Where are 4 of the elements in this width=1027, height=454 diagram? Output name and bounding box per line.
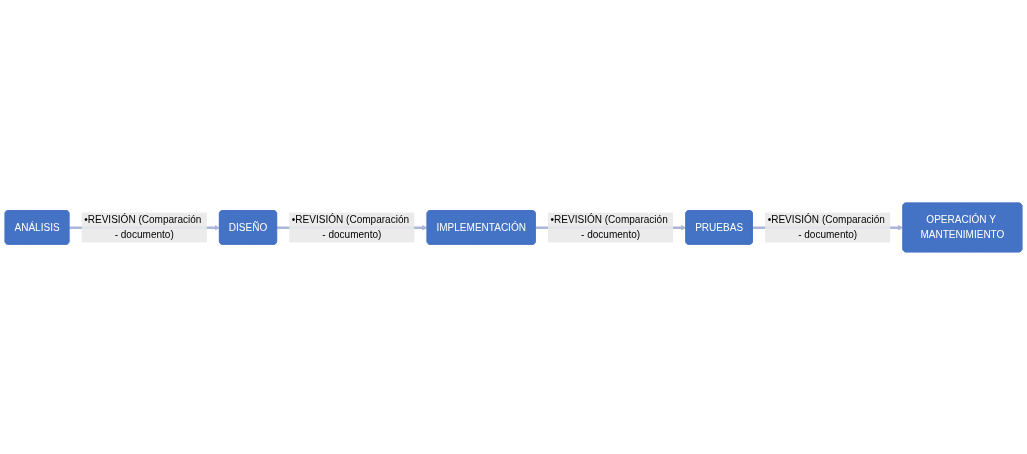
- edge-label: •REVISIÓN (Comparación - documento): [84, 213, 202, 240]
- edge-label: •REVISIÓN (Comparación - documento): [291, 213, 410, 240]
- edge-label: •REVISIÓN (Comparación - documento): [550, 213, 668, 240]
- edge-label: •REVISIÓN (Comparación - documento): [767, 213, 885, 240]
